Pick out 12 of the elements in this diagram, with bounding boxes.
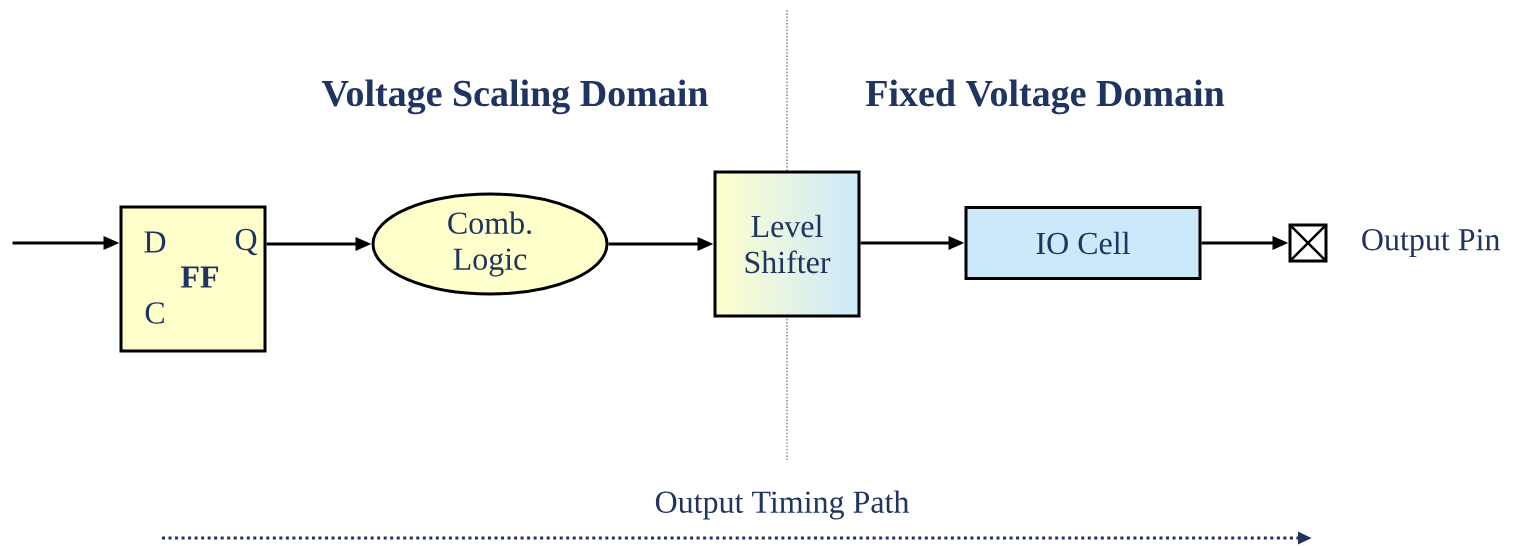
level-shifter-box: Level Shifter [713,170,861,318]
pin-label: Output Pin [1362,229,1500,257]
domain-heading: Voltage Scaling Domain [321,79,708,115]
io-cell-box: IO Cell [964,206,1202,280]
pin-label: Q [235,228,258,256]
path-label: Output Timing Path [655,490,909,520]
domain-heading: Fixed Voltage Domain [865,79,1225,115]
chip-title: FF [181,266,219,288]
flip-flop-box [119,205,267,353]
pin-label: C [145,302,164,324]
pin-label: D [144,231,166,253]
output-pin-symbol [1288,223,1328,263]
